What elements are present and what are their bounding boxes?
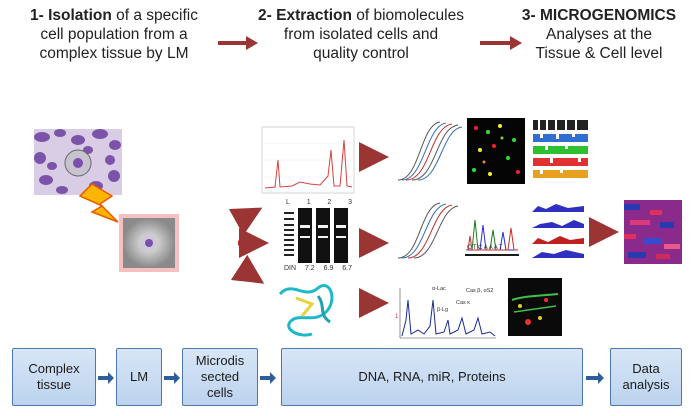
- arrow-to-protein: [230, 254, 265, 284]
- amplification-curves-1: [395, 118, 463, 186]
- workflow-connectors: [98, 372, 604, 384]
- workflow-box-biomolecules: DNA, RNA, miR, Proteins: [281, 348, 583, 406]
- header-arrow-1: [218, 36, 258, 50]
- captured-cell-image: [119, 214, 179, 272]
- step-2-heading: 2- Extraction of biomolecules from isola…: [258, 7, 464, 62]
- protein-structure-image: [278, 284, 334, 337]
- genome-tracks-image: [530, 196, 586, 260]
- peak-label-alac: α-Lac: [432, 286, 446, 292]
- 2d-gel-image: [508, 278, 562, 336]
- heatmap-image: [624, 200, 682, 264]
- mass-spectrum-chart: 1: [395, 282, 499, 344]
- electropherogram-chart: [261, 126, 355, 194]
- step-1-heading: 1- Isolation of a specific cell populati…: [30, 7, 198, 62]
- peak-label-casb: Cas β, αS2: [466, 288, 494, 294]
- workflow-box-lm: LM: [116, 348, 162, 406]
- gel-image: [282, 203, 352, 263]
- header-arrow-2: [480, 36, 522, 50]
- microarray-image: [467, 118, 525, 184]
- peak-label-blg: β-Lg: [437, 307, 449, 313]
- amplification-curves-2: [395, 200, 463, 264]
- sequence-letters: C T C A A A T: [467, 245, 503, 251]
- step-1-title: 1- Isolation: [30, 7, 112, 24]
- laser-bolt-icon: [78, 183, 119, 223]
- peak-label-cask: Cas κ: [456, 300, 471, 306]
- svg-text:1: 1: [395, 314, 399, 320]
- step-2-title: 2- Extraction: [258, 7, 352, 24]
- step-3-heading: 3- MICROGENOMICS Analyses at the Tissue …: [521, 7, 677, 62]
- expression-bars-image: [533, 120, 588, 178]
- sequencing-chromatogram: [465, 210, 519, 260]
- tissue-micrograph: [34, 129, 122, 195]
- arrow-to-dna: [228, 207, 263, 236]
- step-3-title: 3- MICROGENOMICS: [521, 7, 677, 24]
